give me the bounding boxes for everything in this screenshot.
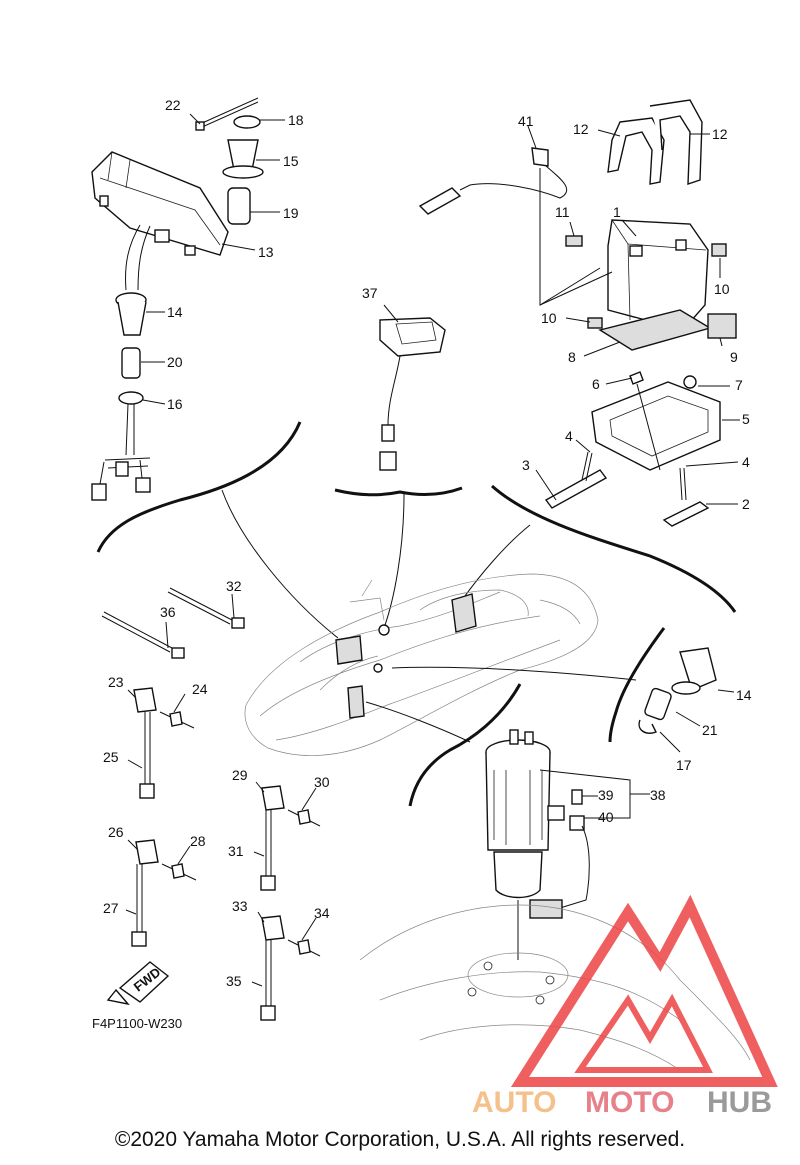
callout-3: 3 xyxy=(522,457,530,473)
callout-15: 15 xyxy=(283,153,299,169)
callout-37: 37 xyxy=(362,285,378,301)
callout-40: 40 xyxy=(598,809,614,825)
callout-12b: 12 xyxy=(712,126,728,142)
bracket-meter xyxy=(96,421,302,553)
callout-26: 26 xyxy=(108,824,124,840)
callout-34: 34 xyxy=(314,905,330,921)
callout-39: 39 xyxy=(598,787,614,803)
callout-25: 25 xyxy=(103,749,119,765)
callout-18: 18 xyxy=(288,112,304,128)
callout-17: 17 xyxy=(676,757,692,773)
callout-12a: 12 xyxy=(573,121,589,137)
callout-9: 9 xyxy=(730,349,738,365)
callout-10a: 10 xyxy=(714,281,730,297)
callout-28: 28 xyxy=(190,833,206,849)
callout-35: 35 xyxy=(226,973,242,989)
leaders-top-right xyxy=(527,125,740,505)
callout-labels: 22 18 15 19 13 14 20 16 37 41 12 12 11 1… xyxy=(92,97,752,1031)
grommet-right xyxy=(638,647,735,753)
callout-23: 23 xyxy=(108,674,124,690)
bracket-switch xyxy=(334,486,463,497)
callout-20: 20 xyxy=(167,354,183,370)
callout-5: 5 xyxy=(742,411,750,427)
watercraft-hull xyxy=(244,573,599,756)
battery-assembly xyxy=(418,99,737,527)
callout-30: 30 xyxy=(314,774,330,790)
bracket-fuel-grommet xyxy=(608,627,666,743)
callout-27: 27 xyxy=(103,900,119,916)
callout-11: 11 xyxy=(555,204,570,220)
callout-16: 16 xyxy=(167,396,183,412)
callout-14a: 14 xyxy=(167,304,183,320)
callout-41: 41 xyxy=(518,113,534,129)
bracket-fuel-pump xyxy=(408,683,522,807)
watermark-auto: AUTO xyxy=(472,1086,556,1119)
switch-assembly xyxy=(379,304,446,471)
fuel-pump-assembly xyxy=(359,729,751,1071)
callout-14b: 14 xyxy=(736,687,752,703)
diagram-code: F4P1100-W230 xyxy=(92,1016,182,1031)
copyright-notice: ©2020 Yamaha Motor Corporation, U.S.A. A… xyxy=(114,1128,686,1151)
callout-31: 31 xyxy=(228,843,244,859)
ties-and-clips xyxy=(101,587,321,1021)
watermark-text: AUTO MOTO HUB xyxy=(472,1086,772,1119)
callout-4b: 4 xyxy=(742,454,750,470)
callout-24: 24 xyxy=(192,681,208,697)
watermark-hub: HUB xyxy=(707,1086,772,1119)
callout-4a: 4 xyxy=(565,428,573,444)
callout-29: 29 xyxy=(232,767,248,783)
callout-36: 36 xyxy=(160,604,176,620)
meter-assembly xyxy=(91,97,264,501)
callout-13: 13 xyxy=(258,244,274,260)
callout-7: 7 xyxy=(735,377,743,393)
callout-32: 32 xyxy=(226,578,242,594)
bracket-battery xyxy=(491,484,737,613)
callout-22: 22 xyxy=(165,97,181,113)
callout-8: 8 xyxy=(568,349,576,365)
watermark-moto: MOTO xyxy=(585,1086,674,1119)
watermark-logo xyxy=(510,894,778,1087)
callout-33: 33 xyxy=(232,898,248,914)
callout-1: 1 xyxy=(613,204,621,220)
callout-21: 21 xyxy=(702,722,718,738)
callout-38: 38 xyxy=(650,787,666,803)
leaders-top-left xyxy=(141,113,285,405)
callout-10b: 10 xyxy=(541,310,557,326)
callout-6: 6 xyxy=(592,376,600,392)
callout-19: 19 xyxy=(283,205,299,221)
callout-2: 2 xyxy=(742,496,750,512)
